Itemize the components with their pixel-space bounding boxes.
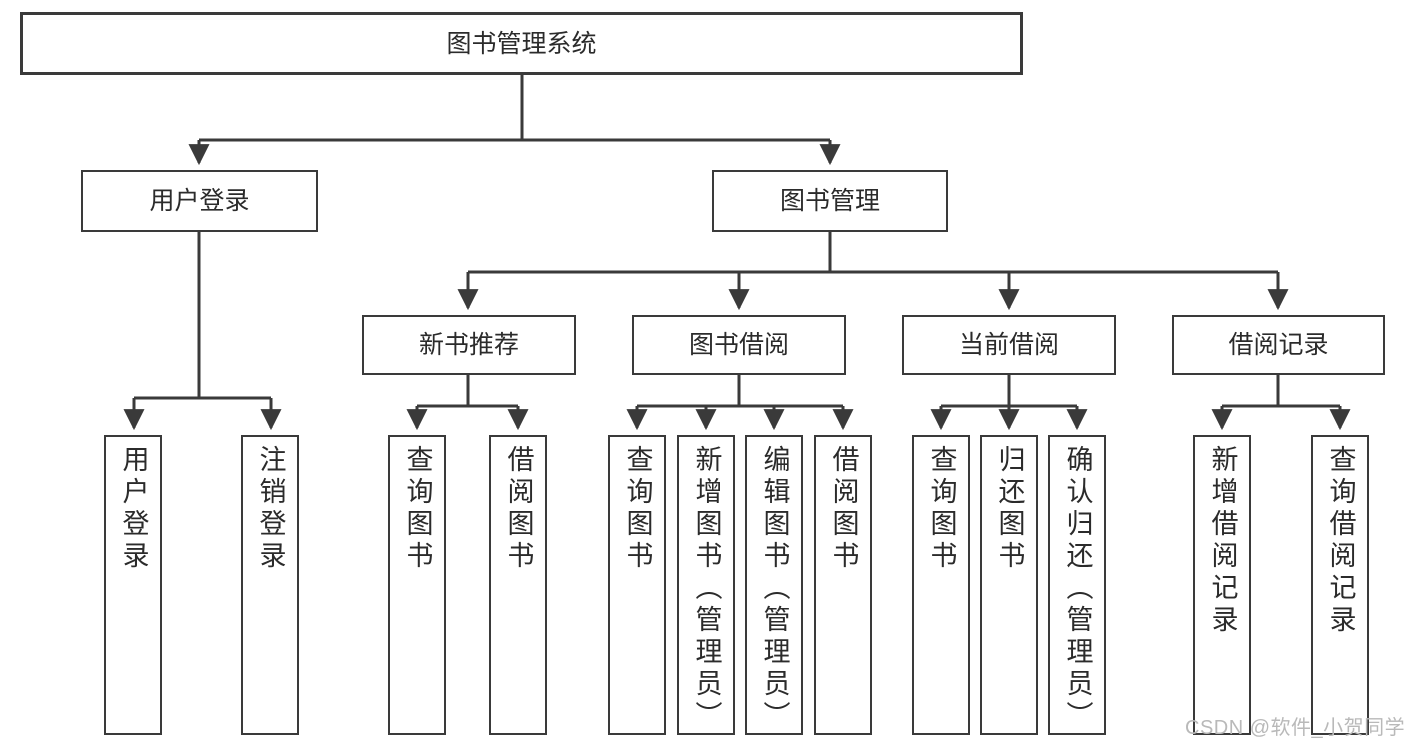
node-leaf-query-book-2[interactable]: 查询图书 — [608, 435, 666, 735]
node-leaf-query-record-label: 查询借阅记录 — [1325, 445, 1356, 637]
node-leaf-logout-login-label: 注销登录 — [255, 445, 286, 573]
node-leaf-borrow-book-2-label: 借阅图书 — [828, 445, 859, 573]
node-new-book-recommend-label: 新书推荐 — [418, 331, 519, 359]
node-leaf-confirm-return-label: 确认归还（管理员） — [1062, 445, 1093, 733]
node-leaf-query-book-3-label: 查询图书 — [926, 445, 957, 573]
node-leaf-query-book-1[interactable]: 查询图书 — [388, 435, 446, 735]
node-leaf-query-record[interactable]: 查询借阅记录 — [1311, 435, 1369, 735]
node-current-borrow[interactable]: 当前借阅 — [902, 315, 1116, 375]
node-leaf-logout-login[interactable]: 注销登录 — [241, 435, 299, 735]
node-root[interactable]: 图书管理系统 — [20, 12, 1023, 75]
node-leaf-edit-book-label: 编辑图书（管理员） — [759, 445, 790, 733]
node-leaf-user-login[interactable]: 用户登录 — [104, 435, 162, 735]
node-borrow-record[interactable]: 借阅记录 — [1172, 315, 1385, 375]
node-new-book-recommend[interactable]: 新书推荐 — [362, 315, 576, 375]
node-leaf-query-book-2-label: 查询图书 — [622, 445, 653, 573]
node-leaf-return-book[interactable]: 归还图书 — [980, 435, 1038, 735]
node-leaf-add-book-label: 新增图书（管理员） — [691, 445, 722, 733]
node-borrow-record-label: 借阅记录 — [1228, 331, 1329, 359]
node-user-login[interactable]: 用户登录 — [81, 170, 318, 232]
node-root-label: 图书管理系统 — [446, 29, 597, 58]
node-leaf-borrow-book-2[interactable]: 借阅图书 — [814, 435, 872, 735]
node-leaf-borrow-book-1-label: 借阅图书 — [503, 445, 534, 573]
node-leaf-add-record-label: 新增借阅记录 — [1207, 445, 1238, 637]
node-user-login-label: 用户登录 — [149, 187, 250, 215]
node-current-borrow-label: 当前借阅 — [958, 331, 1059, 359]
node-leaf-user-login-label: 用户登录 — [118, 445, 149, 573]
node-leaf-add-book[interactable]: 新增图书（管理员） — [677, 435, 735, 735]
node-book-borrow-label: 图书借阅 — [688, 331, 789, 359]
node-book-borrow[interactable]: 图书借阅 — [632, 315, 846, 375]
node-leaf-edit-book[interactable]: 编辑图书（管理员） — [745, 435, 803, 735]
watermark-text: CSDN @软件_小贺同学 — [1185, 717, 1405, 739]
node-book-management[interactable]: 图书管理 — [712, 170, 948, 232]
node-leaf-confirm-return[interactable]: 确认归还（管理员） — [1048, 435, 1106, 735]
node-leaf-borrow-book-1[interactable]: 借阅图书 — [489, 435, 547, 735]
node-leaf-add-record[interactable]: 新增借阅记录 — [1193, 435, 1251, 735]
node-book-management-label: 图书管理 — [779, 187, 880, 215]
node-leaf-query-book-3[interactable]: 查询图书 — [912, 435, 970, 735]
node-leaf-query-book-1-label: 查询图书 — [402, 445, 433, 573]
node-leaf-return-book-label: 归还图书 — [994, 445, 1025, 573]
